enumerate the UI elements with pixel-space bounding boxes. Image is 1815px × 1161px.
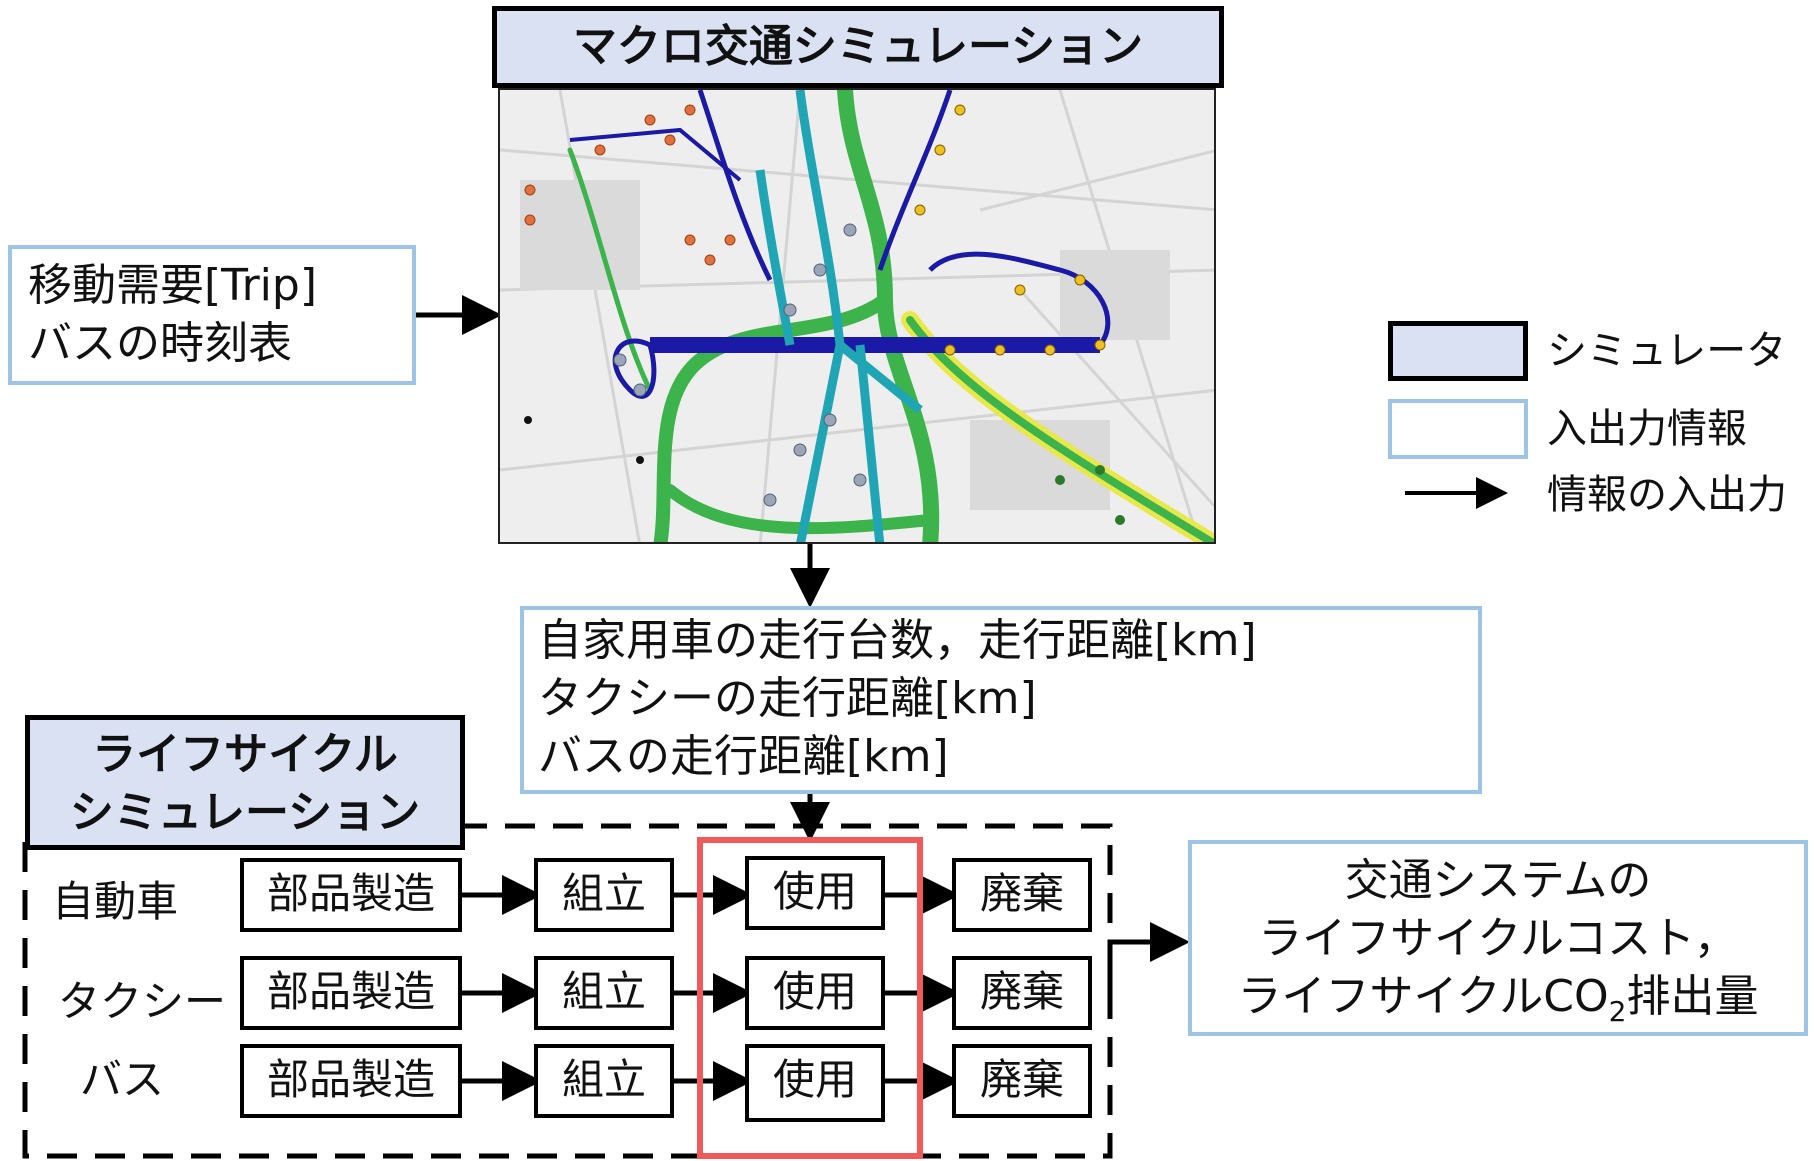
bus-parts-manufacturing: 部品製造 xyxy=(240,1044,462,1118)
row-label-bus: バス xyxy=(80,1055,165,1104)
input-box: 移動需要[Trip] バスの時刻表 xyxy=(8,245,416,385)
result-line2: ライフサイクルコスト， xyxy=(1258,913,1738,964)
arrow-lifecycle-to-result xyxy=(1107,922,1190,990)
result-line3: ライフサイクルCO2排出量 xyxy=(1192,968,1804,1041)
output-taxi-text: タクシーの走行距離[km] xyxy=(538,673,1037,724)
result-line3-main: ライフサイクルCO xyxy=(1237,971,1609,1022)
car-use: 使用 xyxy=(745,856,885,930)
legend-io-swatch xyxy=(1388,399,1528,459)
result-line1: 交通システムの xyxy=(1344,855,1652,906)
legend-simulator-label: シミュレータ xyxy=(1547,328,1787,374)
lifecycle-sim-title-line1: ライフサイクル xyxy=(92,729,398,780)
macro-sim-title-text: マクロ交通シミュレーション xyxy=(572,21,1144,72)
legend-simulator-swatch xyxy=(1388,321,1528,381)
legend-arrow-label: 情報の入出力 xyxy=(1547,472,1787,518)
input-timetable-text: バスの時刻表 xyxy=(28,318,292,369)
row-label-taxi: タクシー xyxy=(58,977,227,1026)
row-label-car: 自動車 xyxy=(52,877,179,926)
traffic-map xyxy=(498,88,1216,544)
use-phase-highlight xyxy=(697,837,923,1159)
lifecycle-sim-title: ライフサイクル シミュレーション xyxy=(25,715,465,850)
legend: シミュレータ 入出力情報 情報の入出力 xyxy=(1385,315,1815,518)
result-line3-tail: 排出量 xyxy=(1626,971,1759,1022)
car-assembly: 組立 xyxy=(534,858,674,932)
result-box: 交通システムの ライフサイクルコスト， ライフサイクルCO2排出量 xyxy=(1188,840,1808,1036)
taxi-use: 使用 xyxy=(745,956,885,1030)
input-demand-text: 移動需要[Trip] xyxy=(28,260,317,311)
output-box: 自家用車の走行台数，走行距離[km] タクシーの走行距離[km] バスの走行距離… xyxy=(520,606,1482,794)
bus-disposal: 廃棄 xyxy=(952,1044,1092,1118)
lifecycle-frame xyxy=(22,823,1113,1159)
car-disposal: 廃棄 xyxy=(952,858,1092,932)
macro-sim-title: マクロ交通シミュレーション xyxy=(492,6,1224,88)
output-bus-text: バスの走行距離[km] xyxy=(538,731,949,782)
taxi-assembly: 組立 xyxy=(534,956,674,1030)
bus-use: 使用 xyxy=(745,1044,885,1122)
result-line3-subscript: 2 xyxy=(1608,994,1627,1028)
legend-io-label: 入出力情報 xyxy=(1547,406,1747,452)
traffic-map-graphic xyxy=(500,90,1214,542)
car-parts-manufacturing: 部品製造 xyxy=(240,858,462,932)
bus-assembly: 組立 xyxy=(534,1044,674,1118)
taxi-parts-manufacturing: 部品製造 xyxy=(240,956,462,1030)
output-private-car-text: 自家用車の走行台数，走行距離[km] xyxy=(538,615,1257,666)
taxi-disposal: 廃棄 xyxy=(952,956,1092,1030)
lifecycle-sim-title-line2: シミュレーション xyxy=(69,787,421,838)
